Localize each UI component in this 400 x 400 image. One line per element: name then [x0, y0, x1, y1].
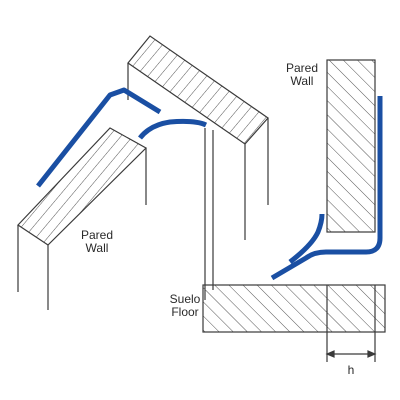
- left-corner-assembly: [17, 35, 269, 310]
- right-wall-label: Pared Wall: [278, 62, 326, 88]
- floor-profile-lip: [288, 213, 325, 264]
- right-wall-label-en: Wall: [290, 74, 314, 88]
- corner-profile-strip: [36, 87, 162, 188]
- floor-label: Suelo Floor: [160, 293, 210, 319]
- left-corner-profile: [36, 87, 208, 188]
- right-section-profile: [270, 96, 383, 281]
- dimension-arrow: [325, 350, 335, 358]
- right-wall-label-es: Pared: [285, 61, 319, 75]
- floor-section: [202, 284, 386, 333]
- left-wall-label: Pared Wall: [72, 229, 122, 255]
- corner-profile-flap: [138, 118, 208, 140]
- dimension-arrow: [367, 350, 377, 358]
- floor-label-en: Floor: [171, 305, 199, 319]
- left-wall-label-en: Wall: [85, 241, 109, 255]
- right-section-assembly: [202, 59, 386, 362]
- floor-label-es: Suelo: [169, 292, 201, 306]
- left-wall-label-es: Pared: [80, 228, 114, 242]
- dimension-label: h: [347, 363, 355, 377]
- right-wall-section: [326, 59, 376, 233]
- floor-profile-strip: [270, 96, 383, 281]
